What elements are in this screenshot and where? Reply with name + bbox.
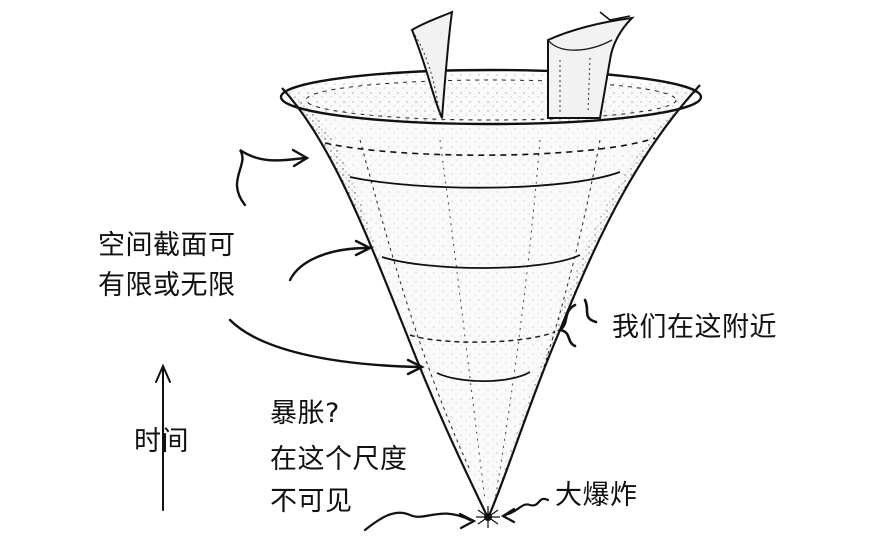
time-arrow — [155, 363, 171, 511]
we-are-here-marker — [556, 298, 598, 348]
inflation-label-line3: 不可见 — [270, 486, 353, 517]
spatial-section-label-line2: 有限或无限 — [98, 270, 236, 301]
spatial-section-label-line1: 空间截面可 — [98, 230, 236, 261]
spatial-section-rings — [324, 137, 656, 383]
arrow-to-top-section — [235, 149, 307, 207]
inflation-arrow — [363, 511, 477, 532]
funnel-rim — [279, 68, 703, 126]
time-label: 时间 — [134, 426, 189, 457]
torn-flaps — [410, 10, 635, 119]
arrow-to-lower-section — [228, 318, 422, 369]
big-bang-arrow — [500, 497, 550, 524]
section-arrows — [228, 148, 425, 376]
inflation-label-line1: 暴胀? — [270, 398, 340, 429]
big-bang-point — [476, 506, 500, 528]
we-are-here-label: 我们在这附近 — [612, 312, 777, 343]
big-bang-label: 大爆炸 — [555, 480, 638, 511]
inflation-label-line2: 在这个尺度 — [270, 444, 408, 475]
arrow-to-middle-section — [288, 246, 370, 282]
